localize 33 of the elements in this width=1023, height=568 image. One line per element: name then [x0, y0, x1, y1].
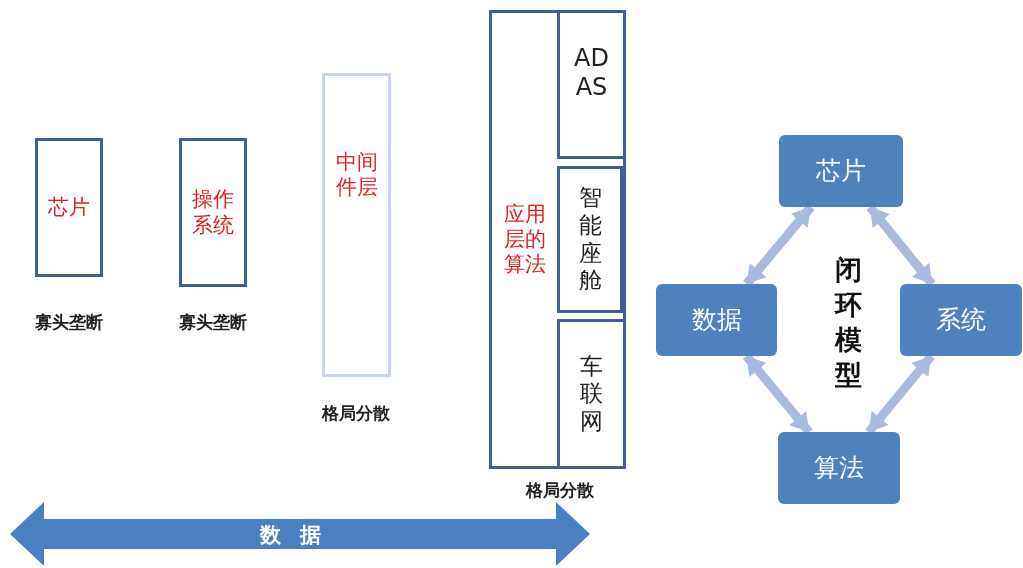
label-text: 中间件层: [334, 149, 379, 201]
text-box: [489, 10, 626, 469]
rounded-box: [779, 135, 903, 207]
label-text: 智能座舱: [577, 184, 603, 295]
double-arrow: [865, 353, 935, 435]
label-text: 车联网: [579, 352, 604, 436]
double-arrow: [10, 502, 590, 566]
double-arrow: [742, 353, 813, 435]
rounded-box: [900, 284, 1022, 356]
label-text: 算法: [813, 453, 865, 483]
caption-text: 寡头垄断: [179, 310, 247, 334]
label-text: ADAS: [573, 43, 610, 102]
text-box: [557, 319, 626, 469]
label-text: 数据: [690, 305, 743, 335]
rounded-box: [778, 432, 900, 504]
text-box: [557, 10, 626, 159]
caption-text: 寡头垄断: [35, 310, 103, 334]
label-text: 操作系统: [191, 187, 235, 238]
text-box: [179, 138, 247, 287]
rounded-box: [656, 284, 777, 356]
label-text: 芯片: [47, 194, 91, 221]
label-text: 系统: [935, 305, 987, 335]
label-text: 数据: [258, 523, 341, 549]
double-arrow: [743, 204, 815, 287]
caption-text: 格局分散: [322, 401, 390, 425]
double-arrow: [866, 204, 936, 287]
text-box: [557, 166, 623, 313]
text-box: [35, 138, 103, 277]
label-text: 应用层的算法: [502, 201, 547, 278]
center-title: 闭环模型: [834, 253, 862, 393]
label-text: 芯片: [815, 156, 867, 186]
caption-text: 格局分散: [526, 478, 594, 502]
text-box: [322, 73, 391, 377]
